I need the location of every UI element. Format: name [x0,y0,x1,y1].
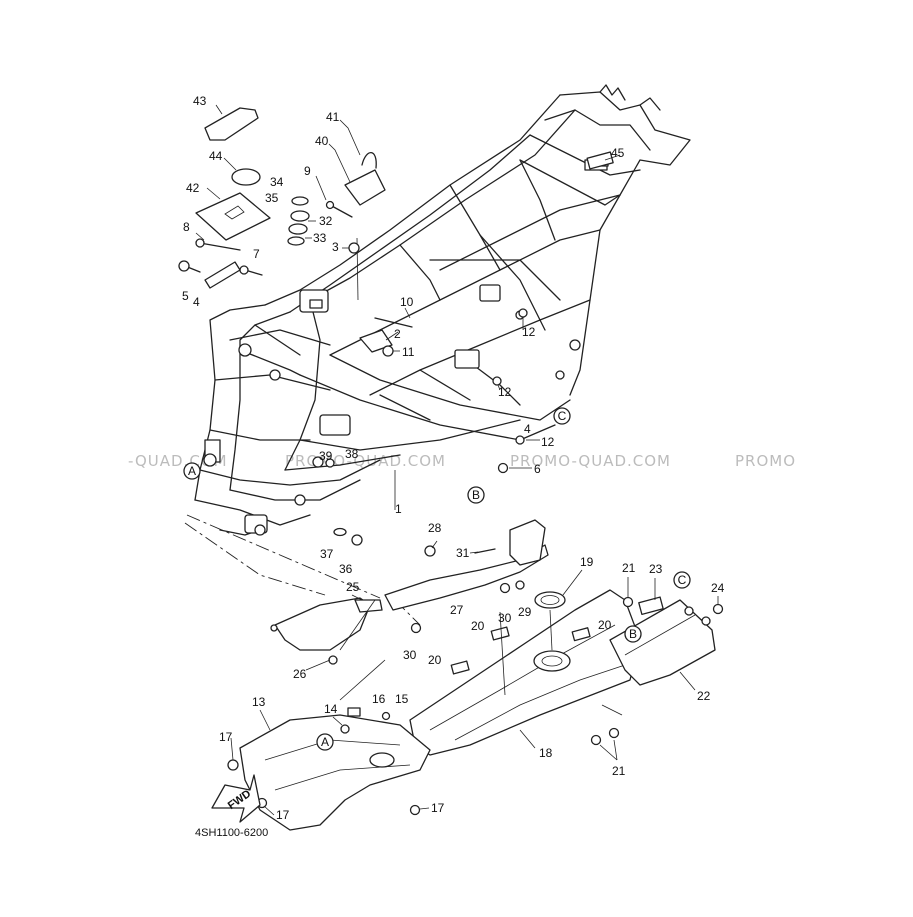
callout-21: 21 [622,561,636,575]
callout-33: 33 [313,231,327,245]
callout-30: 30 [498,611,512,625]
callout-43: 43 [193,94,207,108]
callout-12: 12 [498,385,512,399]
callout-8: 8 [183,220,190,234]
callout-40: 40 [315,134,329,148]
callout-15: 15 [395,692,409,706]
callout-13: 13 [252,695,266,709]
callout-20: 20 [598,618,612,632]
callout-4: 4 [193,295,200,309]
loose-parts [178,107,614,546]
callout-19: 19 [580,555,594,569]
ref-marker-a: A [183,462,201,480]
callout-42: 42 [186,181,200,195]
callout-30: 30 [403,648,417,662]
callout-27: 27 [450,603,464,617]
callout-21: 21 [612,764,626,778]
callout-23: 23 [649,562,663,576]
callout-12: 12 [541,435,555,449]
callout-3: 3 [332,240,339,254]
callout-45: 45 [611,146,625,160]
callout-37: 37 [320,547,334,561]
svg-text:B: B [629,627,637,641]
callout-labels: 1 2 3 4 4 5 6 7 8 9 10 11 12 12 12 13 14… [182,94,725,822]
ref-marker-b: B [467,486,485,504]
ref-marker-b: B [624,625,642,643]
callout-31: 31 [456,546,470,560]
callout-29: 29 [518,605,532,619]
lower-assembly [227,519,724,831]
svg-text:A: A [321,735,329,749]
callout-10: 10 [400,295,414,309]
callout-14: 14 [324,702,338,716]
callout-24: 24 [711,581,725,595]
watermark: PROMO [735,452,796,470]
fwd-arrow: FWD [211,774,261,823]
callout-20: 20 [428,653,442,667]
callout-12: 12 [522,325,536,339]
watermark: PROMO-QUAD.COM [510,452,671,470]
callout-20: 20 [471,619,485,633]
callout-7: 7 [253,247,260,261]
callout-11: 11 [402,345,415,359]
svg-text:A: A [188,464,196,478]
callout-18: 18 [539,746,553,760]
callout-16: 16 [372,692,386,706]
callout-36: 36 [339,562,353,576]
ref-markers: A A B B C C [183,407,691,751]
callout-26: 26 [293,667,307,681]
callout-4: 4 [524,422,531,436]
callout-5: 5 [182,289,189,303]
callout-28: 28 [428,521,442,535]
callout-25: 25 [346,580,360,594]
callout-41: 41 [326,110,340,124]
callout-17: 17 [276,808,290,822]
ref-marker-c: C [553,407,571,425]
svg-text:C: C [558,409,567,423]
svg-text:C: C [678,573,687,587]
callout-2: 2 [394,327,401,341]
callout-17: 17 [431,801,445,815]
callout-38: 38 [345,447,359,461]
callout-44: 44 [209,149,223,163]
ref-marker-a: A [316,733,334,751]
callout-1: 1 [395,502,402,516]
main-frame-drawing [184,84,691,626]
watermark: -QUAD.COM [128,452,228,470]
callout-17: 17 [219,730,233,744]
ref-marker-c: C [673,571,691,589]
svg-text:B: B [472,488,480,502]
callout-39: 39 [319,449,333,463]
leader-lines [195,104,719,816]
watermark-row: -QUAD.COM PROMO-QUAD.COM PROMO-QUAD.COM … [128,452,796,470]
callout-9: 9 [304,164,311,178]
callout-6: 6 [534,462,541,476]
diagram-code: 4SH1100-6200 [195,827,268,839]
callout-22: 22 [697,689,711,703]
callout-32: 32 [319,214,333,228]
callout-34: 34 [270,175,284,189]
callout-35: 35 [265,191,279,205]
